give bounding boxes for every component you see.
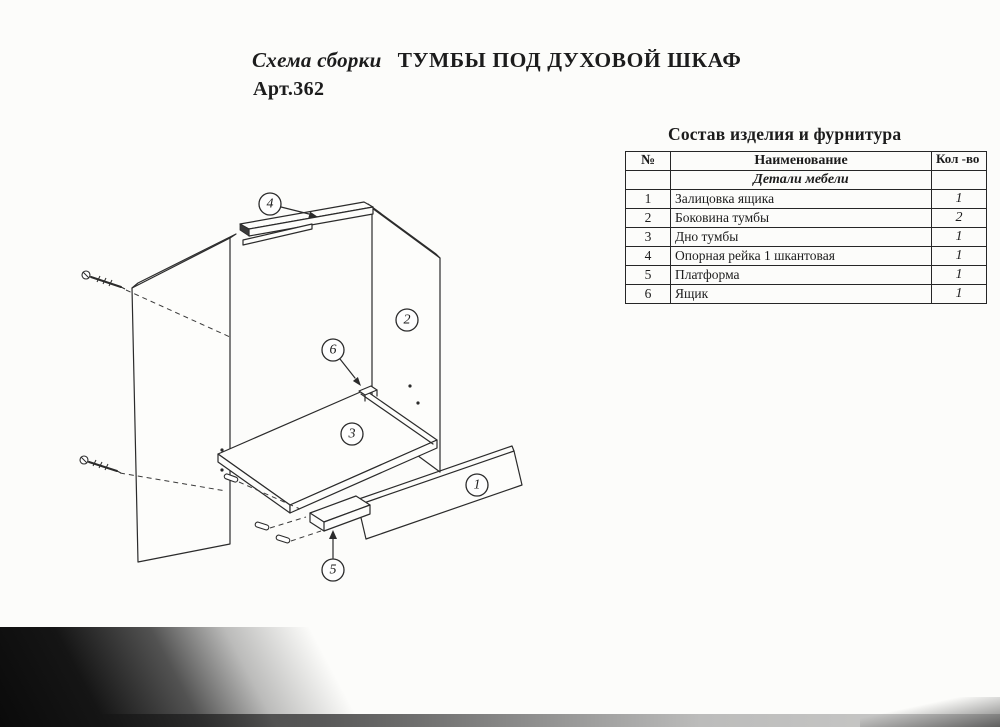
table-row: 6 Ящик 1 — [625, 284, 987, 304]
column-header-name: Наименование — [670, 151, 932, 171]
table-row: 4 Опорная рейка 1 шкантовая 1 — [625, 246, 987, 266]
article-number: Арт.362 — [253, 78, 325, 100]
callout-3-label: 3 — [348, 427, 356, 442]
row-name: Опорная рейка 1 шкантовая — [670, 246, 932, 266]
page-title-script: Схема сборки — [252, 48, 382, 72]
callout-5-label: 5 — [330, 563, 337, 578]
assembly-guide-lines — [119, 289, 322, 542]
section-empty-cell — [931, 170, 987, 190]
callout-6: 6 — [321, 338, 361, 386]
table-row: 1 Залицовка ящика 1 — [625, 189, 987, 209]
table-row: 5 Платформа 1 — [625, 265, 987, 285]
row-qty: 1 — [931, 227, 987, 247]
dowel — [254, 521, 270, 531]
row-number: 3 — [625, 227, 671, 247]
callout-4: 4 — [258, 192, 318, 218]
row-qty: 1 — [931, 189, 987, 209]
scan-shadow-corner — [0, 627, 480, 727]
row-name: Боковина тумбы — [670, 208, 932, 228]
callout-1: 1 — [465, 473, 489, 497]
column-header-number: № — [625, 151, 671, 171]
page-title: Схема сборки ТУМБЫ ПОД ДУХОВОЙ ШКАФ — [252, 48, 741, 73]
platform — [309, 495, 371, 532]
row-qty: 1 — [931, 284, 987, 304]
table-row: 3 Дно тумбы 1 — [625, 227, 987, 247]
screw — [81, 270, 126, 290]
support-rail — [239, 201, 374, 246]
parts-table-title: Состав изделия и фурнитура — [668, 124, 902, 144]
row-number: 5 — [625, 265, 671, 285]
row-qty: 1 — [931, 265, 987, 285]
row-number: 4 — [625, 246, 671, 266]
dowel — [223, 473, 239, 483]
left-side-panel — [131, 233, 237, 563]
callout-6-label: 6 — [330, 343, 337, 358]
row-number: 2 — [625, 208, 671, 228]
bottom-panel — [217, 385, 438, 514]
table-row: 2 Боковина тумбы 2 — [625, 208, 987, 228]
row-number: 6 — [625, 284, 671, 304]
column-header-qty: Кол -во — [931, 151, 987, 171]
dowel — [275, 534, 291, 544]
assembly-diagram: 4 2 6 3 1 — [50, 160, 550, 620]
section-empty-cell — [625, 170, 671, 190]
row-number: 1 — [625, 189, 671, 209]
scan-shadow-right-corner — [860, 697, 1000, 727]
page-title-main: ТУМБЫ ПОД ДУХОВОЙ ШКАФ — [397, 48, 742, 72]
callout-1-label: 1 — [474, 478, 481, 493]
row-name: Ящик — [670, 284, 932, 304]
row-name: Платформа — [670, 265, 932, 285]
section-row: Детали мебели — [625, 170, 987, 190]
screw — [79, 455, 122, 474]
parts-table-header-row: № Наименование Кол -во — [625, 151, 987, 171]
callout-2-label: 2 — [404, 313, 411, 328]
section-label: Детали мебели — [670, 170, 932, 190]
row-name: Дно тумбы — [670, 227, 932, 247]
callout-4-label: 4 — [267, 197, 274, 212]
row-name: Залицовка ящика — [670, 189, 932, 209]
parts-table: № Наименование Кол -во Детали мебели 1 З… — [625, 151, 987, 304]
callout-5: 5 — [321, 530, 345, 582]
assembly-diagram-svg: 4 2 6 3 1 — [79, 192, 523, 582]
callout-3: 3 — [340, 422, 364, 446]
callout-2: 2 — [395, 308, 419, 332]
row-qty: 1 — [931, 246, 987, 266]
row-qty: 2 — [931, 208, 987, 228]
